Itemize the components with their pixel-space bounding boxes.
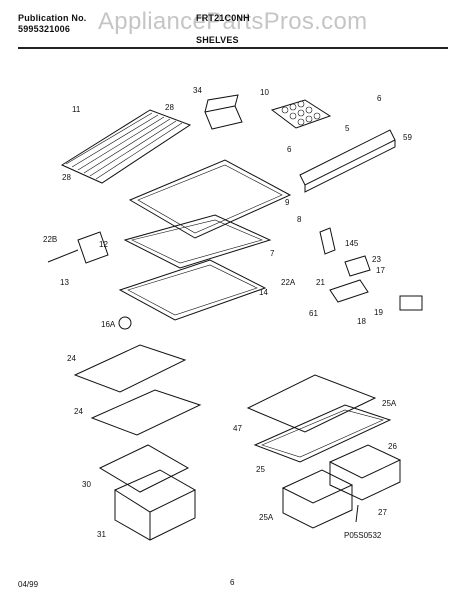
part-label: 11 <box>72 105 81 114</box>
shelf-frame-lower <box>118 259 267 321</box>
part-label: 23 <box>372 255 381 264</box>
crisper-cover <box>98 444 190 493</box>
part-label: 26 <box>388 442 397 451</box>
part-label: 18 <box>357 317 366 326</box>
part-label: 24 <box>67 354 76 363</box>
part-label: 28 <box>165 103 174 112</box>
crisper-drawer-left <box>113 469 197 541</box>
crisper-pan-left <box>281 469 354 529</box>
part-label: 59 <box>403 133 412 142</box>
part-label: 61 <box>309 309 318 318</box>
part-label: 16A <box>101 320 116 329</box>
footer-page: 6 <box>230 578 235 587</box>
part-label: 9 <box>285 198 290 207</box>
part-label: 47 <box>233 424 242 433</box>
part-label: 31 <box>97 530 106 539</box>
screw-part <box>355 504 359 523</box>
glass-shelf <box>128 159 292 239</box>
part-label: 34 <box>193 86 202 95</box>
part-label: 25A <box>259 513 274 522</box>
part-label: 6 <box>377 94 382 103</box>
switch-part <box>399 295 423 311</box>
part-label: 25 <box>256 465 265 474</box>
control-assembly <box>319 227 371 303</box>
model-number: FRT21C0NH <box>196 13 250 23</box>
publication-number: 5995321006 <box>18 24 71 34</box>
header-rule <box>18 47 448 49</box>
part-label: 145 <box>345 239 359 248</box>
section-title: SHELVES <box>196 35 239 45</box>
part-label: 10 <box>260 88 269 97</box>
wire-shelf-middle <box>73 344 187 393</box>
part-label: 6 <box>287 145 292 154</box>
part-label: 28 <box>62 173 71 182</box>
dairy-bin <box>204 94 243 130</box>
part-label: 19 <box>374 308 383 317</box>
part-label: 14 <box>259 288 268 297</box>
part-label: 5 <box>345 124 350 133</box>
part-label: 24 <box>74 407 83 416</box>
part-label: 12 <box>99 240 108 249</box>
part-label: 7 <box>270 249 275 258</box>
control-knob <box>118 316 132 330</box>
part-labels: 11 28 28 34 10 6 5 59 6 9 8 22B 12 13 7 … <box>43 86 412 540</box>
part-label: 8 <box>297 215 302 224</box>
crisper-pan-right <box>328 444 402 501</box>
part-label: 13 <box>60 278 69 287</box>
glass-cover <box>246 374 377 433</box>
part-label: 27 <box>378 508 387 517</box>
egg-tray <box>270 99 332 129</box>
wire-shelf-lower <box>90 389 202 436</box>
wire-shelf-upper <box>60 109 192 184</box>
part-label: 21 <box>316 278 325 287</box>
part-label: 17 <box>376 266 385 275</box>
part-label: 22B <box>43 235 57 244</box>
footer-date: 04/99 <box>18 580 39 589</box>
diagram-code: P05S0532 <box>344 531 382 540</box>
shelf-bracket-left <box>47 231 109 264</box>
shelf-rail <box>299 129 396 193</box>
watermark: AppliancePartsPros.com <box>98 8 368 35</box>
publication-label: Publication No. <box>18 13 87 23</box>
crisper-frame <box>253 404 392 463</box>
part-label: 30 <box>82 480 91 489</box>
shelf-frame-upper <box>123 214 272 269</box>
part-label: 25A <box>382 399 397 408</box>
part-label: 22A <box>281 278 296 287</box>
